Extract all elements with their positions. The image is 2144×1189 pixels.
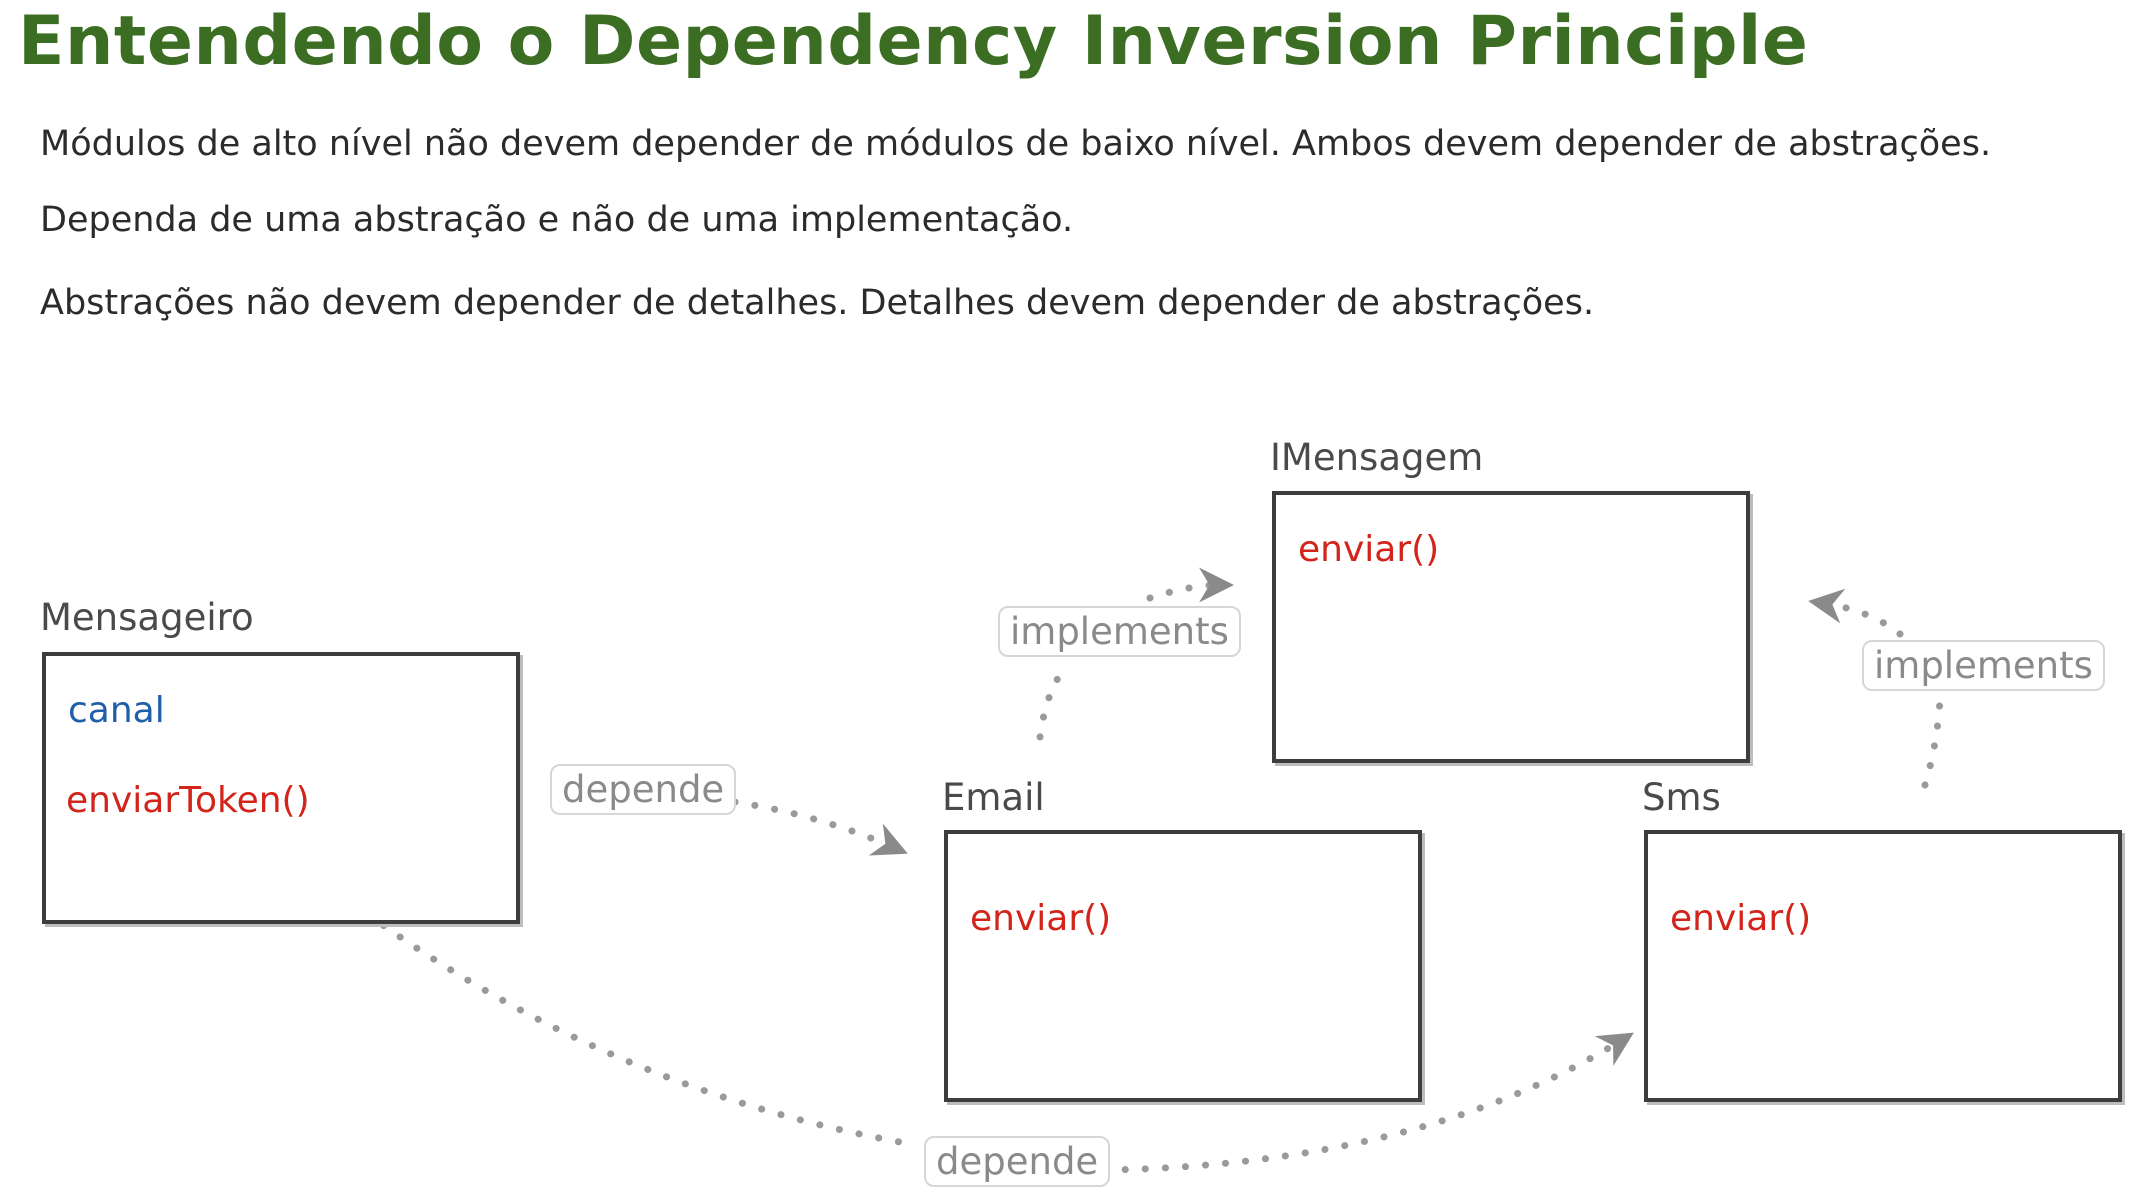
principle-text-2: Dependa de uma abstração e não de uma im… (40, 200, 1074, 240)
imensagem-box: enviar() (1272, 491, 1750, 763)
email-label: Email (942, 776, 1045, 819)
mensageiro-label: Mensageiro (40, 596, 254, 639)
sms-box: enviar() (1644, 830, 2122, 1102)
implements-email-arrow (1036, 585, 1220, 741)
mensageiro-box: canal enviarToken() (42, 652, 520, 924)
depende-email-label: depende (550, 764, 737, 815)
email-method: enviar() (970, 898, 1112, 939)
principle-text-3: Abstrações não devem depender de detalhe… (40, 283, 1595, 323)
page-title: Entendendo o Dependency Inversion Princi… (18, 2, 1809, 81)
depende-sms-label: depende (924, 1136, 1111, 1187)
imensagem-label: IMensagem (1270, 436, 1484, 479)
sms-label: Sms (1642, 776, 1721, 819)
mensageiro-field: canal (68, 690, 165, 731)
implements-email-label: implements (998, 606, 1241, 657)
imensagem-method: enviar() (1298, 529, 1440, 570)
implements-sms-arrow (1822, 603, 1944, 789)
principle-text-1: Módulos de alto nível não devem depender… (40, 124, 1992, 164)
sms-method: enviar() (1670, 898, 1812, 939)
depende-email-arrow (356, 786, 895, 848)
implements-sms-label: implements (1862, 640, 2105, 691)
mensageiro-method: enviarToken() (66, 780, 310, 821)
email-box: enviar() (944, 830, 1422, 1102)
